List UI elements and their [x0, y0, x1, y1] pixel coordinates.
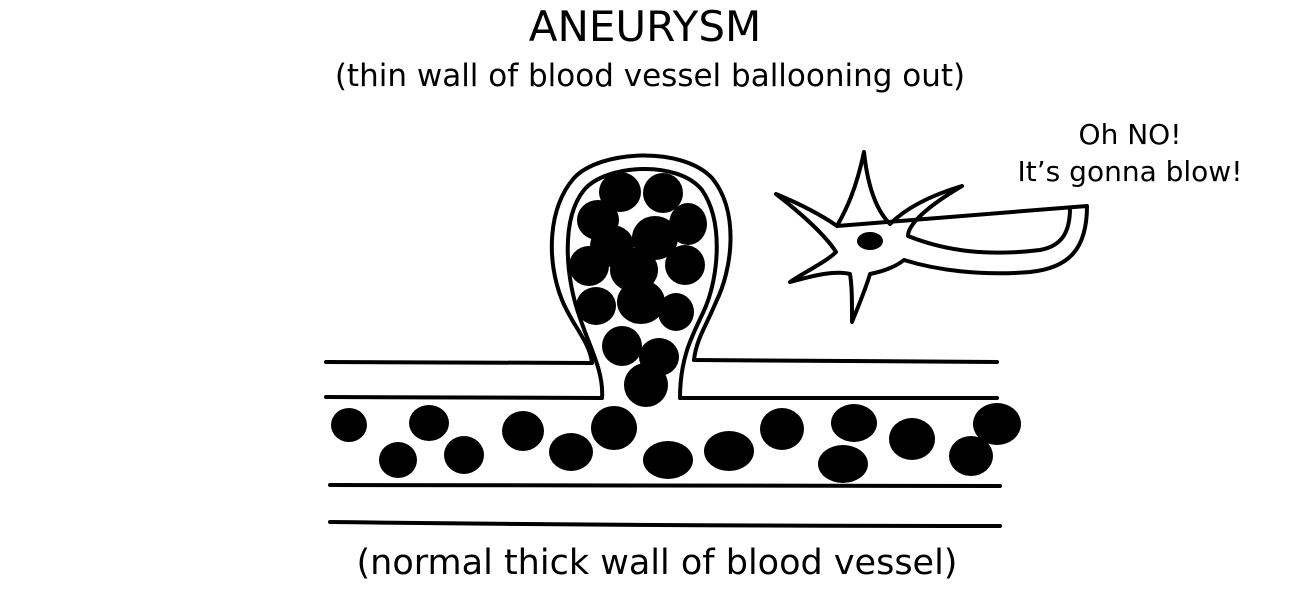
blood-cell [760, 408, 804, 450]
blood-cell [624, 363, 668, 407]
aneurysm-outer-wall [549, 153, 733, 365]
blood-cell [502, 411, 544, 451]
blood-cell [444, 436, 484, 474]
blood-cell [576, 287, 616, 325]
vessel-outer-wall-top-right [692, 358, 999, 364]
neuron-body [774, 150, 1089, 324]
blood-cell [973, 403, 1021, 445]
blood-cell [831, 404, 877, 442]
speech-line-1: Oh NO! [1078, 118, 1182, 151]
neuron-nucleus [857, 232, 883, 250]
blood-cell [818, 445, 868, 483]
neuron-speech-text: Oh NO! It’s gonna blow! [970, 116, 1290, 190]
aneurysm-blood-cells [569, 172, 707, 407]
aneurysm-inner-wall [565, 167, 719, 400]
vessel-outer-wall-top-left [324, 360, 594, 365]
vessel-inner-wall-top-left [324, 395, 604, 400]
blood-cell [643, 441, 693, 479]
blood-cell [549, 433, 593, 471]
vessel-outer-wall-bottom [328, 520, 1002, 528]
blood-cell [331, 408, 367, 442]
vessel-caption: (normal thick wall of blood vessel) [356, 543, 958, 583]
blood-cell [602, 326, 642, 366]
blood-cell [599, 172, 641, 212]
diagram-subtitle: (thin wall of blood vessel ballooning ou… [334, 58, 966, 94]
speech-line-2: It’s gonna blow! [1017, 155, 1243, 188]
blood-cell [643, 173, 683, 213]
blood-cell [658, 293, 694, 331]
vessel-inner-wall-bottom [328, 483, 1002, 488]
blood-cell [409, 405, 449, 441]
blood-cell [949, 436, 993, 476]
blood-cell [669, 203, 707, 245]
neuron [774, 150, 1089, 324]
blood-cell [665, 245, 705, 285]
aneurysm-balloon [549, 153, 733, 400]
blood-cell [569, 246, 609, 286]
blood-cell [591, 406, 637, 450]
blood-cell [889, 418, 935, 460]
blood-vessel [324, 358, 1002, 528]
blood-cell [379, 442, 417, 478]
vessel-blood-cells [331, 403, 1021, 483]
blood-cell [632, 216, 678, 260]
blood-cell [617, 280, 665, 324]
blood-cell [704, 431, 754, 471]
diagram-title: ANEURYSM [528, 2, 762, 51]
